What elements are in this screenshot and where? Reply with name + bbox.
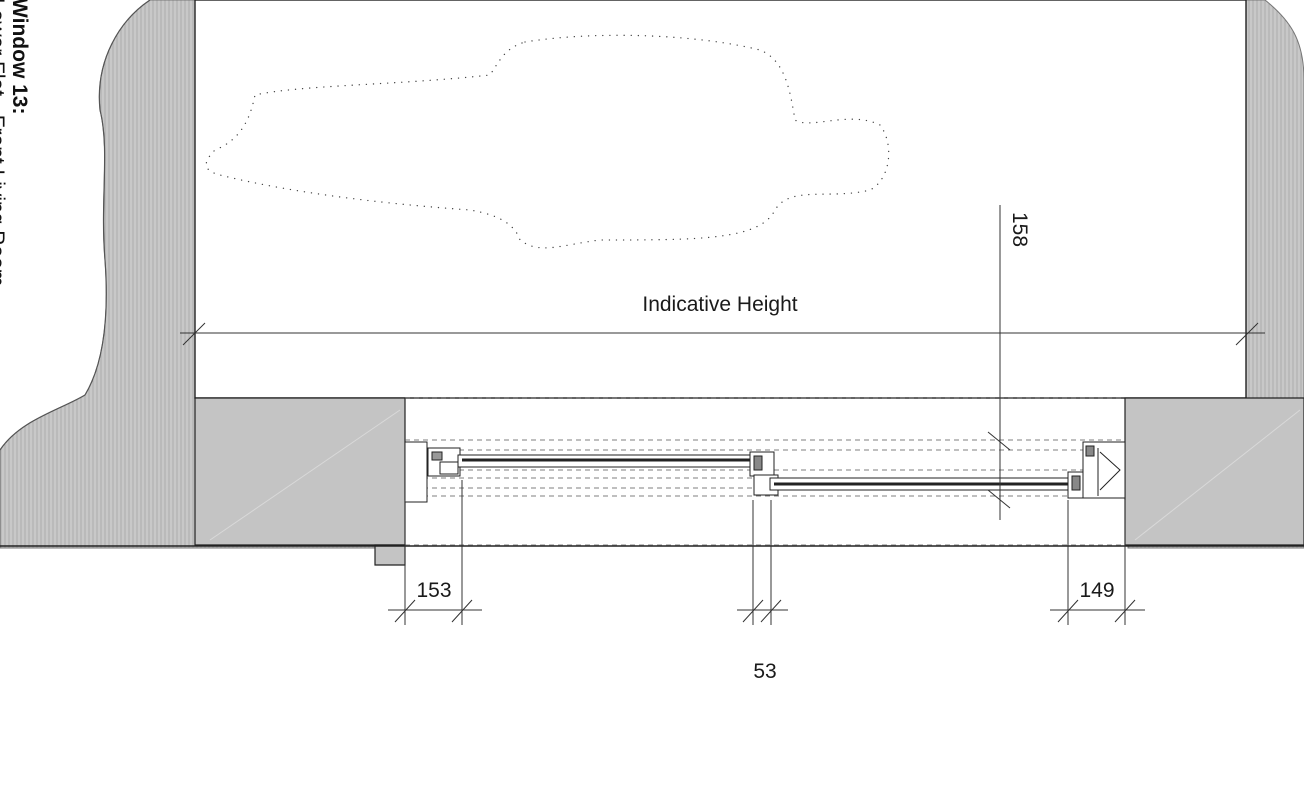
dimension-153: 153 (416, 579, 451, 602)
left-sill-nib (374, 544, 406, 566)
right-reveal (1124, 397, 1304, 546)
right-frame (1082, 441, 1126, 499)
inner-sash (457, 451, 775, 477)
left-reveal (194, 397, 406, 546)
hidden-object-outline (205, 34, 890, 249)
indicative-height-label: Indicative Height (642, 293, 797, 316)
horizontal-dimensions (388, 480, 1145, 625)
dimension-53: 53 (753, 660, 776, 683)
dimension-149: 149 (1079, 579, 1114, 602)
left-frame (404, 441, 461, 503)
interior-opening (194, 0, 1247, 399)
outer-sash (753, 471, 1087, 499)
dimension-158: 158 (1008, 212, 1031, 247)
vertical-dimension (987, 205, 1011, 520)
